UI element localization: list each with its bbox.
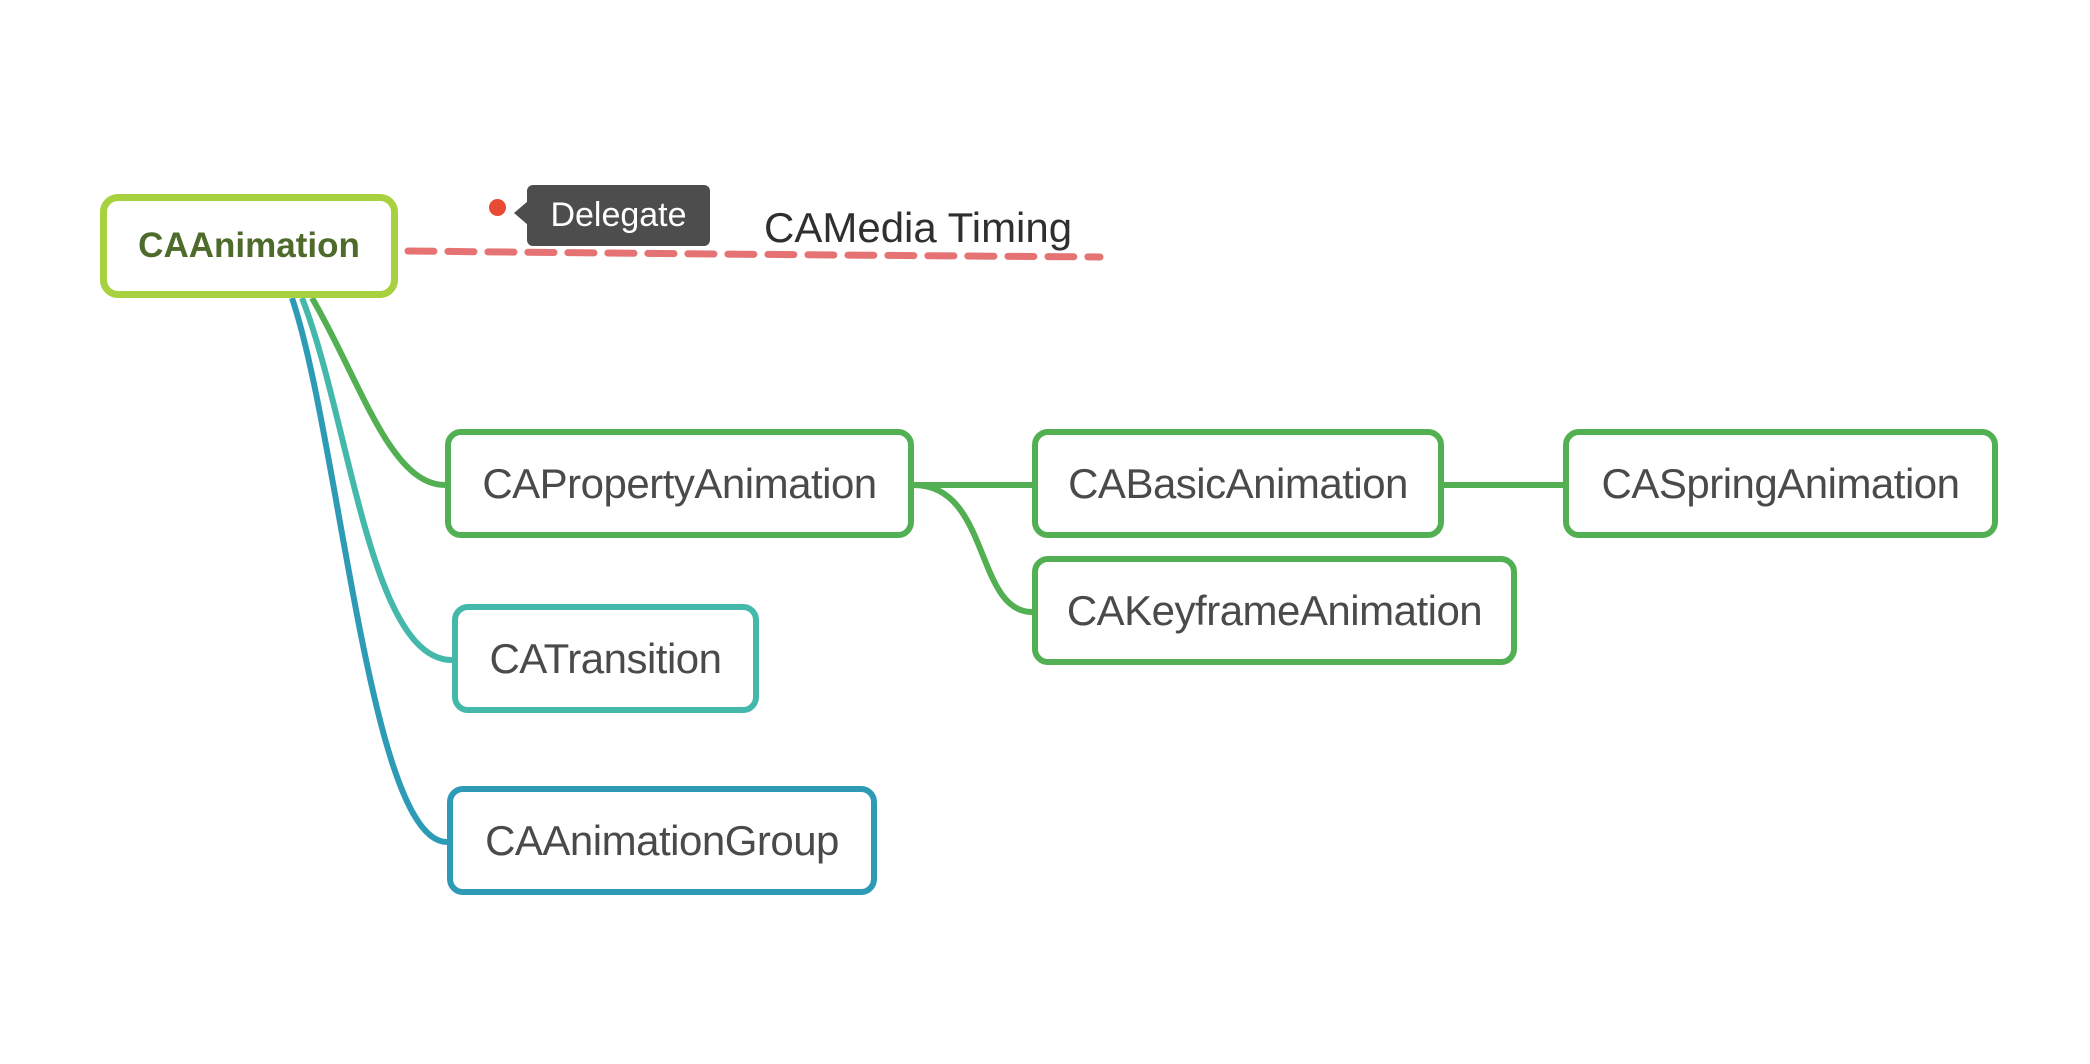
node-caanimation[interactable]: CAAnimation [100, 194, 398, 298]
delegate-marker-dot [489, 199, 506, 216]
connector-root-to-transition [299, 296, 453, 663]
node-cabasicanimation[interactable]: CABasicAnimation [1032, 429, 1444, 538]
node-capropertyanimation[interactable]: CAPropertyAnimation [445, 429, 914, 538]
relationship-label[interactable]: CAMedia Timing [764, 204, 1073, 251]
connector-root-to-property-animation [309, 296, 446, 488]
node-caspringanimation[interactable]: CASpringAnimation [1563, 429, 1998, 538]
node-caanimationgroup[interactable]: CAAnimationGroup [447, 786, 877, 895]
connector-root-to-animation-group [289, 297, 448, 845]
node-cakeyframeanimation[interactable]: CAKeyframeAnimation [1032, 556, 1517, 665]
relationship-dashed-line [404, 247, 1104, 261]
connector-property-to-keyframe-animation [913, 482, 1033, 615]
node-catransition[interactable]: CATransition [452, 604, 759, 713]
delegate-tag[interactable]: Delegate [514, 185, 710, 246]
